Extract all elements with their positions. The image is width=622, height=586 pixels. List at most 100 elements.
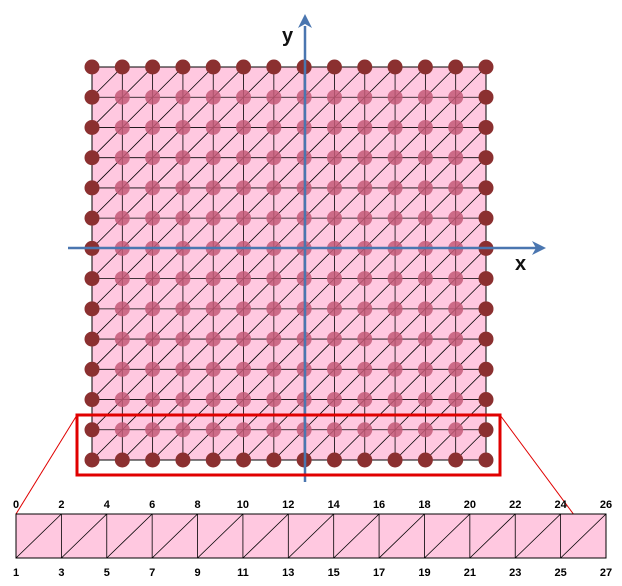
- mesh-node: [84, 361, 100, 377]
- mesh-node: [478, 59, 494, 75]
- mesh-node: [175, 150, 191, 166]
- mesh-node: [114, 301, 130, 317]
- mesh-node: [205, 361, 221, 377]
- mesh-node: [84, 150, 100, 166]
- x-axis-arrowhead: [532, 241, 546, 255]
- mesh-node: [387, 301, 403, 317]
- mesh-node: [478, 361, 494, 377]
- mesh-node: [205, 210, 221, 226]
- mesh-node: [114, 180, 130, 196]
- mesh-node: [387, 331, 403, 347]
- zoom-line-left: [15, 414, 78, 515]
- mesh-node: [478, 392, 494, 408]
- mesh-node: [266, 422, 282, 438]
- mesh-node: [417, 150, 433, 166]
- mesh-node: [448, 150, 464, 166]
- mesh-node: [387, 59, 403, 75]
- mesh-node: [417, 59, 433, 75]
- mesh-node: [236, 59, 252, 75]
- mesh-node: [175, 271, 191, 287]
- mesh-node: [145, 301, 161, 317]
- mesh-node: [357, 392, 373, 408]
- mesh-node: [266, 89, 282, 105]
- mesh-node: [417, 392, 433, 408]
- mesh-node: [326, 361, 342, 377]
- highlight-box: [75, 413, 502, 477]
- strip-diagonal-line: [560, 513, 607, 559]
- mesh-node: [236, 422, 252, 438]
- mesh-node: [448, 301, 464, 317]
- strip-bottom-label: 23: [509, 567, 521, 579]
- mesh-node: [236, 89, 252, 105]
- mesh-node: [448, 59, 464, 75]
- mesh-node: [84, 180, 100, 196]
- mesh-node: [114, 271, 130, 287]
- mesh-node: [145, 361, 161, 377]
- mesh-node: [387, 89, 403, 105]
- mesh-node: [236, 271, 252, 287]
- mesh-node: [326, 331, 342, 347]
- strip-diagonal-line: [424, 513, 471, 559]
- strip-top-label: 10: [237, 499, 249, 511]
- mesh-node: [205, 452, 221, 468]
- mesh-node: [266, 271, 282, 287]
- strip-top-label: 20: [464, 499, 476, 511]
- mesh-node: [387, 180, 403, 196]
- mesh-node: [114, 150, 130, 166]
- strip-bottom-label: 9: [194, 567, 200, 579]
- mesh-node: [448, 89, 464, 105]
- mesh-node: [266, 119, 282, 135]
- mesh-node: [417, 271, 433, 287]
- mesh-node: [357, 361, 373, 377]
- mesh-node: [84, 119, 100, 135]
- mesh-node: [145, 271, 161, 287]
- strip-bottom-label: 19: [418, 567, 430, 579]
- strip-bottom-label: 15: [328, 567, 340, 579]
- mesh-node: [84, 210, 100, 226]
- strip-bottom-label: 27: [600, 567, 612, 579]
- mesh-node: [387, 119, 403, 135]
- mesh-node: [84, 392, 100, 408]
- mesh-node: [145, 210, 161, 226]
- strip-top-label: 4: [104, 499, 111, 511]
- mesh-node: [175, 59, 191, 75]
- mesh-node: [84, 271, 100, 287]
- mesh-node: [448, 119, 464, 135]
- strip-top-label: 12: [282, 499, 294, 511]
- mesh-node: [357, 89, 373, 105]
- mesh-node: [84, 422, 100, 438]
- strip-bottom-label: 11: [237, 567, 249, 579]
- mesh-node: [205, 180, 221, 196]
- mesh-node: [175, 89, 191, 105]
- mesh-node: [266, 301, 282, 317]
- mesh-node: [478, 89, 494, 105]
- mesh-node: [357, 180, 373, 196]
- coordinate-axes: x y: [68, 14, 546, 482]
- mesh-node: [205, 89, 221, 105]
- mesh-node: [478, 422, 494, 438]
- mesh-node: [145, 452, 161, 468]
- mesh-node: [175, 422, 191, 438]
- mesh-node: [417, 422, 433, 438]
- mesh-node: [326, 150, 342, 166]
- mesh-node: [448, 210, 464, 226]
- strip-diagonal-line: [288, 513, 334, 559]
- mesh-node: [236, 301, 252, 317]
- mesh-node: [114, 59, 130, 75]
- mesh-node: [417, 210, 433, 226]
- strip-bottom-label: 5: [104, 567, 110, 579]
- strip-top-label: 2: [58, 499, 64, 511]
- mesh-node: [326, 59, 342, 75]
- mesh-node: [478, 452, 494, 468]
- mesh-node: [417, 301, 433, 317]
- strip-top-label: 22: [509, 499, 521, 511]
- strip-top-label: 26: [600, 499, 612, 511]
- mesh-node: [114, 331, 130, 347]
- mesh-node: [357, 301, 373, 317]
- mesh-node: [145, 150, 161, 166]
- strip-bottom-label: 7: [149, 567, 155, 579]
- mesh-node: [326, 452, 342, 468]
- mesh-node: [266, 150, 282, 166]
- mesh-node: [357, 119, 373, 135]
- mesh-node: [326, 392, 342, 408]
